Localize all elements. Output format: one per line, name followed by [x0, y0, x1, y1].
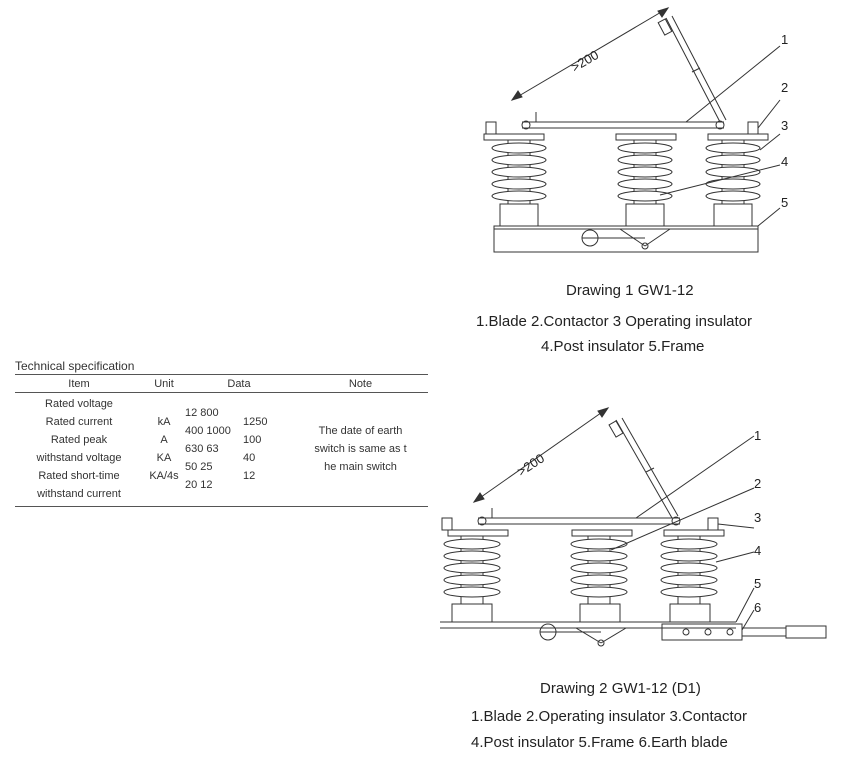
drawing-2-legend-line2: 4.Post insulator 5.Frame 6.Earth blade: [471, 734, 728, 751]
drawing-2-title: Drawing 2 GW1-12 (D1): [540, 680, 701, 697]
callout-2: 2: [781, 80, 788, 95]
unit-text: KA: [156, 452, 172, 464]
spec-title: Technical specification: [15, 359, 135, 373]
note-text: switch is same as t: [314, 443, 407, 455]
technical-specification: Technical specification Item Unit Data N…: [15, 358, 428, 507]
insulator-left: [443, 535, 501, 605]
data-value: 400 1000: [185, 425, 231, 437]
drawing-2-legend-line1: 1.Blade 2.Operating insulator 3.Contacto…: [471, 708, 747, 725]
data-value: 12: [243, 470, 256, 482]
note-cell: The date of earth switch is same as t he…: [293, 392, 428, 507]
callout-1: 1: [754, 428, 761, 443]
insulator-left: [491, 139, 547, 205]
callout-3: 3: [781, 118, 788, 133]
callout-5: 5: [754, 576, 761, 591]
item-text: Rated peak: [50, 434, 108, 446]
item-text: Rated current: [45, 416, 113, 428]
callout-5: 5: [781, 195, 788, 210]
header-note: Note: [293, 374, 428, 393]
insulator-right: [705, 139, 761, 205]
item-text: withstand voltage: [36, 452, 122, 464]
data-value: 12 800: [185, 407, 219, 419]
items-cell: Rated voltage Rated current Rated peak w…: [15, 392, 143, 507]
data-value: 40: [243, 452, 256, 464]
item-text: Rated short-time: [38, 470, 120, 482]
insulator-middle: [617, 139, 673, 205]
note-text: he main switch: [324, 461, 397, 473]
units-cell: kA A KA KA/4s: [143, 392, 185, 507]
note-text: The date of earth: [318, 425, 403, 437]
spec-table: Item Unit Data Note Rated voltage Rated …: [15, 374, 428, 507]
insulator-middle: [570, 535, 628, 605]
callout-3: 3: [754, 510, 761, 525]
insulator-right: [660, 535, 718, 605]
data-value: 630 63: [185, 443, 219, 455]
data-value: 1250: [243, 416, 268, 428]
spec-body-row: Rated voltage Rated current Rated peak w…: [15, 392, 428, 507]
unit-text: kA: [157, 416, 171, 428]
data-col1-cell: 12 800 400 1000 630 63 50 25 20 12: [185, 392, 243, 507]
data-value: 20 12: [185, 479, 213, 491]
header-unit: Unit: [143, 374, 185, 393]
drawing-2-diagram: >200 1 2 3 4 5 6: [440, 407, 827, 647]
drawing-1-diagram: >200 1 2 3 4 5: [483, 7, 788, 253]
item-text: withstand current: [37, 488, 121, 500]
item-text: Rated voltage: [45, 398, 113, 410]
callout-1: 1: [781, 32, 788, 47]
header-data: Data: [185, 374, 293, 393]
callout-4: 4: [754, 543, 761, 558]
unit-text: KA/4s: [149, 470, 179, 482]
callout-4: 4: [781, 154, 788, 169]
callout-6: 6: [754, 600, 761, 615]
dimension-label: >200: [568, 47, 601, 75]
data-value: 100: [243, 434, 262, 446]
data-value: 50 25: [185, 461, 213, 473]
drawing-1-legend-line2: 4.Post insulator 5.Frame: [541, 338, 705, 355]
unit-text: A: [160, 434, 168, 446]
header-item: Item: [15, 374, 143, 393]
drawing-1-legend-line1: 1.Blade 2.Contactor 3 Operating insulato…: [476, 313, 752, 330]
drawing-1-title: Drawing 1 GW1-12: [566, 282, 694, 299]
data-col2-cell: 1250 100 40 12: [243, 392, 293, 507]
spec-header-row: Item Unit Data Note: [15, 374, 428, 393]
callout-2: 2: [754, 476, 761, 491]
